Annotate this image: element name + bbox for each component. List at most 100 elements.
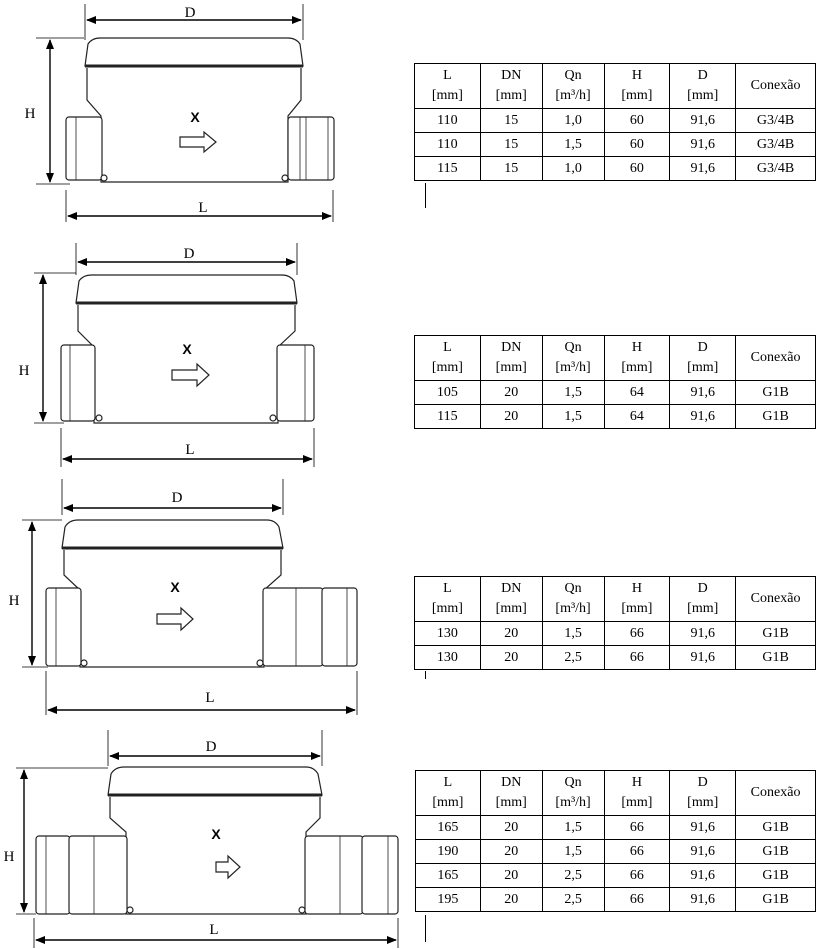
table-cell: 60 — [603, 156, 671, 181]
table-cell: 2,5 — [541, 863, 605, 888]
table-cell: 66 — [603, 863, 671, 888]
table-cell: 20 — [479, 645, 543, 670]
dimension-label-l: L — [185, 442, 194, 458]
dimension-label-d: D — [184, 246, 195, 262]
table-cell: 66 — [603, 839, 671, 864]
dimension-label-h: H — [25, 106, 36, 122]
meter-section-3: D H L X L[mm] DN[mm] Qn[m³/h] H[mm] D[mm… — [0, 475, 816, 720]
column-header: D[mm] — [669, 576, 737, 622]
table-cell: 130 — [414, 645, 481, 670]
table-cell: 91,6 — [669, 156, 737, 181]
dimension-label-d: D — [172, 490, 183, 506]
table-cell: 20 — [479, 404, 543, 429]
table-cell: 91,6 — [669, 887, 737, 912]
flow-marker: X — [170, 579, 180, 595]
table-cell: G1B — [735, 621, 816, 646]
table-cell: 20 — [479, 621, 543, 646]
table-cell: 91,6 — [669, 839, 737, 864]
column-header: H[mm] — [603, 770, 671, 816]
table-header-row: L[mm] DN[mm] Qn[m³/h] H[mm] D[mm] Conexã… — [414, 63, 816, 109]
table-divider — [425, 671, 426, 679]
meter-section-2: D H L X L[mm] DN[mm] Qn[m³/h] H[mm] D[mm… — [0, 235, 816, 475]
flow-marker: X — [190, 109, 200, 125]
column-header: L[mm] — [414, 63, 481, 109]
column-header: DN[mm] — [479, 63, 543, 109]
meter-section-1: D H L X L[mm] DN[mm] Qn[m³/h] H[mm] D[mm… — [0, 0, 816, 235]
table-cell: 20 — [479, 815, 543, 840]
dimension-label-l: L — [209, 922, 218, 938]
table-cell: 165 — [415, 815, 481, 840]
column-header: H[mm] — [603, 63, 671, 109]
spec-table-2: L[mm] DN[mm] Qn[m³/h] H[mm] D[mm] Conexã… — [414, 335, 816, 429]
column-header: Conexão — [735, 576, 816, 622]
column-header: DN[mm] — [479, 576, 543, 622]
dimension-label-d: D — [185, 5, 196, 21]
column-header: Conexão — [735, 63, 816, 109]
column-header: D[mm] — [669, 335, 737, 381]
table-cell: 1,5 — [541, 132, 605, 157]
table-divider — [425, 183, 426, 208]
table-cell: 66 — [603, 815, 671, 840]
table-cell: 110 — [414, 132, 481, 157]
table-cell: 20 — [479, 839, 543, 864]
column-header: L[mm] — [415, 770, 481, 816]
table-cell: 60 — [603, 108, 671, 133]
table-cell: 1,5 — [541, 404, 605, 429]
table-cell: 91,6 — [669, 815, 737, 840]
column-header: Conexão — [735, 770, 816, 816]
table-cell: 60 — [603, 132, 671, 157]
table-cell: 91,6 — [669, 380, 737, 405]
column-header: H[mm] — [603, 576, 671, 622]
dimension-label-d: D — [206, 739, 217, 755]
spec-table-3: L[mm] DN[mm] Qn[m³/h] H[mm] D[mm] Conexã… — [414, 576, 816, 670]
table-cell: 15 — [479, 132, 543, 157]
column-header: Qn[m³/h] — [541, 335, 605, 381]
table-cell: 1,5 — [541, 839, 605, 864]
table-cell: 91,6 — [669, 132, 737, 157]
column-header: Qn[m³/h] — [541, 63, 605, 109]
column-header: Qn[m³/h] — [541, 770, 605, 816]
table-cell: 91,6 — [669, 621, 737, 646]
dimension-label-h: H — [19, 363, 30, 379]
table-cell: 1,5 — [541, 815, 605, 840]
table-cell: 115 — [414, 156, 481, 181]
table-cell: 66 — [603, 645, 671, 670]
table-cell: 190 — [415, 839, 481, 864]
water-meter-body-1 — [65, 37, 335, 183]
meter-drawing-3: D H L X — [9, 479, 358, 715]
table-cell: G1B — [735, 815, 816, 840]
table-cell: 1,5 — [541, 380, 605, 405]
dimension-label-h: H — [4, 849, 15, 865]
table-cell: 1,0 — [541, 156, 605, 181]
table-cell: G1B — [735, 839, 816, 864]
flow-marker: X — [182, 341, 192, 357]
table-cell: 15 — [479, 156, 543, 181]
column-header: L[mm] — [414, 335, 481, 381]
table-cell: 195 — [415, 887, 481, 912]
meter-drawing-4: D H L X — [4, 730, 399, 948]
column-header: DN[mm] — [479, 770, 543, 816]
table-header-row: L[mm] DN[mm] Qn[m³/h] H[mm] D[mm] Conexã… — [414, 576, 816, 622]
table-cell: G3/4B — [735, 132, 816, 157]
table-cell: G1B — [735, 380, 816, 405]
table-header-row: L[mm] DN[mm] Qn[m³/h] H[mm] D[mm] Conexã… — [415, 770, 816, 816]
table-cell: 20 — [479, 380, 543, 405]
table-cell: 110 — [414, 108, 481, 133]
column-header: H[mm] — [603, 335, 671, 381]
table-cell: 91,6 — [669, 108, 737, 133]
meter-drawing-1: D H L X — [25, 4, 335, 222]
table-cell: 91,6 — [669, 404, 737, 429]
table-cell: 64 — [603, 404, 671, 429]
table-cell: G1B — [735, 404, 816, 429]
water-meter-body-2 — [60, 274, 315, 424]
table-cell: 66 — [603, 621, 671, 646]
table-cell: 91,6 — [669, 863, 737, 888]
